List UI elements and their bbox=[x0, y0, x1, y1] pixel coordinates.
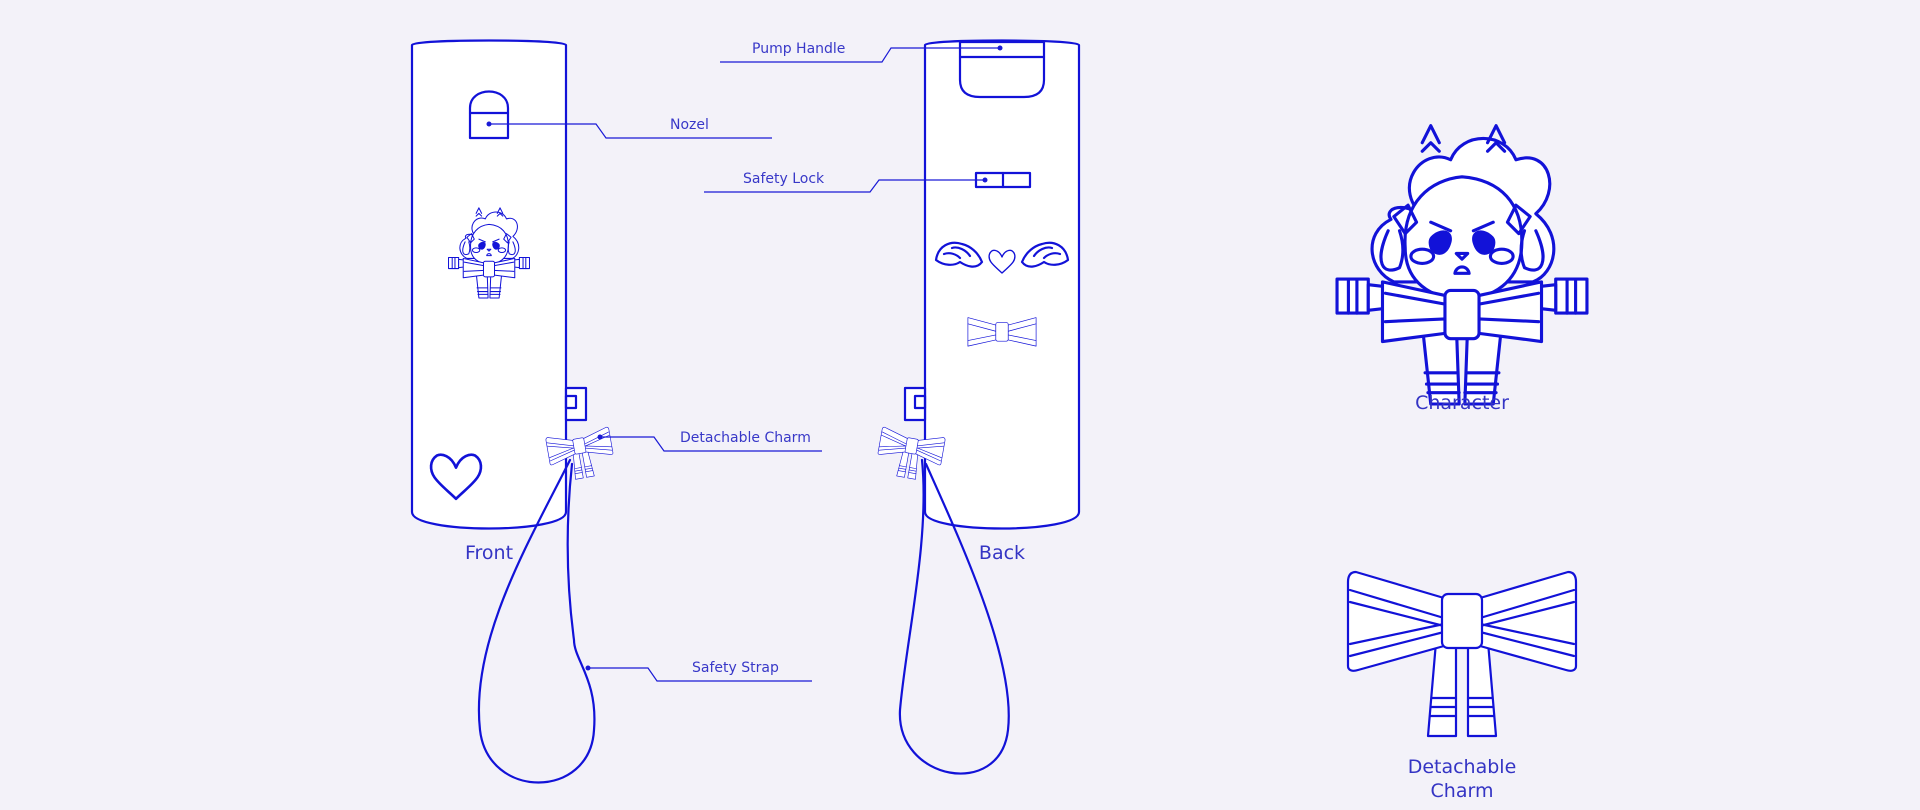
safety-lock-label: Safety Lock bbox=[743, 171, 825, 187]
front-bottle-body bbox=[410, 39, 568, 530]
wings-heart-icon bbox=[934, 241, 1070, 274]
charm-caption-line1: Detachable bbox=[1407, 756, 1517, 778]
back-caption: Back bbox=[978, 542, 1026, 564]
pump-handle-label: Pump Handle bbox=[752, 41, 846, 57]
back-safety-strap bbox=[898, 458, 1010, 775]
nozel-label: Nozel bbox=[670, 117, 709, 133]
back-bow-icon bbox=[967, 317, 1037, 347]
back-view bbox=[874, 39, 1081, 775]
character-detail bbox=[1335, 124, 1589, 406]
safety-strap-label: Safety Strap bbox=[692, 660, 779, 676]
front-caption: Front bbox=[464, 542, 514, 564]
character-caption: Character bbox=[1415, 392, 1509, 414]
leader-lines bbox=[486, 45, 1003, 682]
detachable-charm-label: Detachable Charm bbox=[680, 430, 811, 446]
front-safety-strap bbox=[477, 458, 596, 784]
charm-detail bbox=[1346, 570, 1578, 738]
charm-caption-line2: Charm bbox=[1430, 780, 1494, 802]
back-bottle-body bbox=[923, 39, 1081, 530]
pump-handle-part bbox=[958, 40, 1046, 99]
nozel-part bbox=[468, 90, 510, 140]
front-view bbox=[410, 39, 617, 784]
